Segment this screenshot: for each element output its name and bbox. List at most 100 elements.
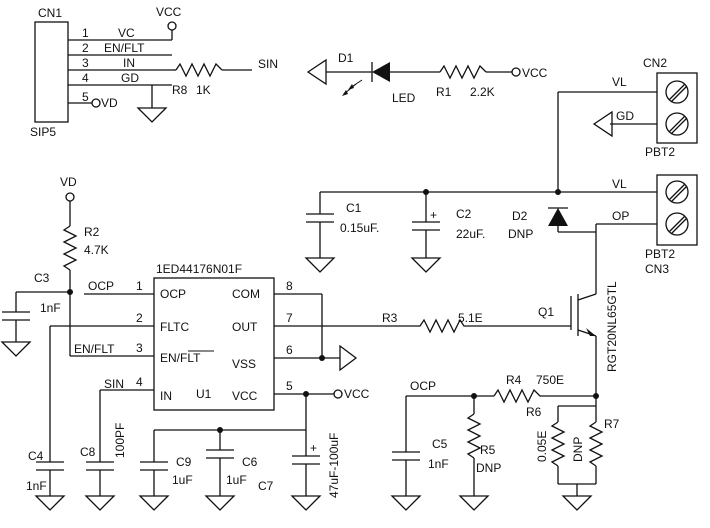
cn1-pin-name-vd: VD [101,96,118,110]
c7-value: 47uF-100uF [327,433,341,498]
vcc-terminal-top [167,21,177,31]
cn1-pin-name-vc: VC [118,26,135,40]
capacitor-c1: C1 0.15uF. [304,192,379,273]
c8-value: 100PF [113,423,127,458]
r6-ref: R6 [526,405,542,419]
ic-ref: U1 [196,387,212,401]
igbt-q1: Q1 RGT20NL65GTL [538,224,619,406]
c4-ref: C4 [28,449,44,463]
cn2-type: PBT2 [645,145,675,159]
connector-cn1: CN1 SIP5 1 2 3 4 5 VC EN/FLT IN GD VD VC… [30,5,182,139]
vcc-label-u1: VCC [344,387,370,401]
ic-pin-num-4: 4 [136,375,143,389]
capacitor-c5: C5 1nF [390,396,449,511]
cn1-pin-num-3: 3 [82,56,89,70]
cn3-type: PBT2 [645,247,675,261]
diode-d2: D2 DNP [508,207,596,241]
resistor-r5: R5 DNP [458,396,501,511]
ic-pin-name-com: COM [232,287,260,301]
ground-symbol-cn1 [136,107,168,123]
r6-value: 0.05E [535,431,549,462]
en-flt-label-pin3: EN/FLT [74,342,115,356]
vcc-label-top: VCC [156,5,182,19]
r5-value: DNP [476,461,501,475]
d1-ref: D1 [338,51,354,65]
capacitor-c2: + C2 22uF. [410,192,485,273]
c5-value: 1nF [428,457,449,471]
c3-ref: C3 [34,271,50,285]
cn2-ref: CN2 [643,56,667,70]
cn1-pin-num-1: 1 [82,26,89,40]
vcc-terminal-r1 [511,67,521,77]
ground-symbol-c9 [138,495,170,511]
capacitor-c8: SIN C8 100PF [80,377,127,511]
c1-value: 0.15uF. [340,221,379,235]
c9-value: 1uF [172,473,193,487]
resistor-r1: VCC R1 2.2K [436,64,548,99]
resistor-r6-r7: R6 0.05E DNP R7 [526,405,620,511]
capacitor-c9: C9 1uF [138,430,193,511]
ground-symbol-c1 [304,257,336,273]
ic-pin-name-vss: VSS [232,357,256,371]
ocp-label-pin1: OCP [88,279,114,293]
vl-label-cn2: VL [612,75,627,89]
ic-pin-num-7: 7 [286,311,293,325]
r1-value: 2.2K [470,85,495,99]
r3-ref: R3 [382,311,398,325]
ic-part-number: 1ED44176N01F [156,262,242,276]
c2-ref: C2 [456,207,472,221]
ic-pin-name-ocp: OCP [160,287,186,301]
r4-ref: R4 [506,373,522,387]
capacitor-c6: C6 1uF [204,430,258,511]
ground-symbol-c8 [84,495,116,511]
c6-ref: C6 [242,455,258,469]
sin-label-pin4: SIN [104,377,124,391]
r2-value: 4.7K [84,243,109,257]
c5-ref: C5 [432,437,448,451]
cn3-ref: CN3 [645,262,669,276]
ground-symbol-d1 [306,58,327,86]
resistor-r4: R4 750E [493,373,599,404]
ocp-network: OCP [406,379,494,399]
ground-symbol-r6-r7 [561,495,593,511]
r4-value: 750E [536,373,564,387]
vd-terminal-r2 [65,192,75,202]
ic-pin-num-1: 1 [136,279,143,293]
led-d1: D1 LED [306,51,440,105]
ic-pin-num-8: 8 [286,279,293,293]
op-label-cn3: OP [612,209,629,223]
ground-symbol-c5 [390,495,422,511]
resistor-r3: R3 5.1E [358,311,571,334]
resistor-r8: R8 1K SIN [172,57,278,97]
ground-symbol-c6 [204,495,236,511]
ic-pin-num-2: 2 [136,311,143,325]
c2-plus: + [430,208,437,222]
sin-label-top: SIN [258,57,278,71]
capacitor-c4: C4 1nF [26,326,66,511]
cn1-pin-num-4: 4 [82,71,89,85]
r5-ref: R5 [480,443,496,457]
ground-symbol-c4 [34,495,66,511]
ground-symbol-c2 [410,257,442,273]
ic-pin-name-out: OUT [232,320,258,334]
vl-label-cn3: VL [612,177,627,191]
capacitor-c7: + C7 47uF-100uF [258,430,341,511]
gd-label-cn2: GD [616,109,634,123]
cn1-ref: CN1 [38,6,62,20]
ic-pin-num-3: 3 [136,341,143,355]
cn1-pin-name-gd: GD [121,71,139,85]
vd-label-r2: VD [60,175,77,189]
c7-ref: C7 [258,479,274,493]
vd-terminal [91,98,101,108]
ic-pin-name-vcc: VCC [232,389,258,403]
d2-value: DNP [508,227,533,241]
ground-symbol-r5 [458,495,490,511]
cn1-pin-num-2: 2 [82,41,89,55]
c1-ref: C1 [346,201,362,215]
vcc-label-r1: VCC [522,66,548,80]
r7-value: DNP [571,437,585,462]
ground-symbol-c7 [290,495,322,511]
c3-value: 1nF [40,301,61,315]
c4-value: 1nF [26,479,47,493]
